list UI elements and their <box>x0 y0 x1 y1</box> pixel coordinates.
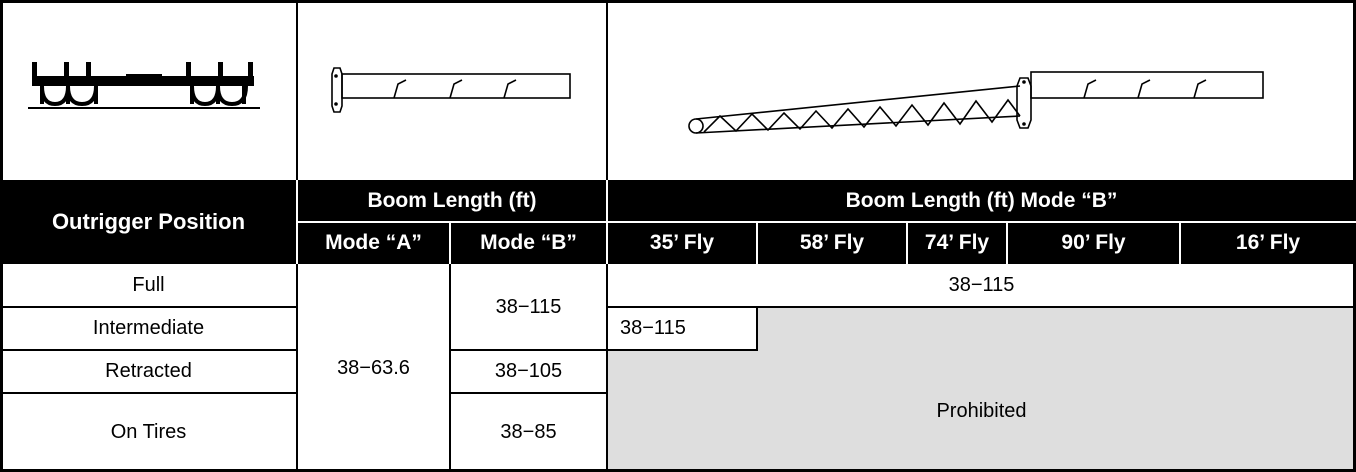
row-label-full: Full <box>132 274 165 296</box>
border-top <box>0 0 1356 3</box>
header-divider-v-fly90 <box>1006 222 1008 264</box>
divider-h-retracted <box>0 392 297 394</box>
header-divider-h <box>297 221 1356 223</box>
divider-h-full <box>0 306 297 308</box>
header-divider-v-1 <box>296 180 298 264</box>
outrigger-position-header: Outrigger Position <box>0 180 297 264</box>
divider-h-full-fly <box>607 306 1356 308</box>
boom-length-header: Boom Length (ft) <box>297 180 607 222</box>
boom-with-lattice-fly-icon <box>688 71 1264 134</box>
prohibited-cell: Prohibited <box>607 350 1356 472</box>
row-label-retracted: Retracted <box>105 360 192 382</box>
border-left <box>0 0 3 472</box>
mode-b-full-intermediate-value: 38−115 <box>495 295 562 318</box>
crane-outrigger-icon <box>28 62 260 109</box>
fly-90-header: 90’ Fly <box>1007 222 1180 264</box>
header-divider-v-mode <box>449 222 451 264</box>
fly-74-header: 74’ Fly <box>907 222 1007 264</box>
divider-h-intermediate-fly35 <box>607 349 758 351</box>
divider-v-fly35 <box>756 307 758 350</box>
divider-h-retracted-mode-b <box>450 392 607 394</box>
fly-35-header: 35’ Fly <box>607 222 757 264</box>
mode-b-on-tires-value: 38−85 <box>500 421 557 443</box>
fly35-intermediate-value: 38−115 <box>620 317 686 339</box>
divider-h-intermediate-mode-b <box>450 349 607 351</box>
mode-a-value: 38−63.6 <box>337 356 410 379</box>
header-divider-v-2 <box>606 180 608 264</box>
row-label-on-tires: On Tires <box>110 421 187 443</box>
fly-58-header: 58’ Fly <box>757 222 907 264</box>
border-right <box>1353 0 1356 472</box>
divider-v-mode <box>449 222 451 472</box>
header-divider-v-fly58 <box>756 222 758 264</box>
border-bottom <box>0 469 1356 472</box>
divider-h-intermediate <box>0 349 297 351</box>
mode-b-retracted-value: 38−105 <box>494 360 563 382</box>
row-label-intermediate: Intermediate <box>92 317 205 339</box>
fly-16-header: 16’ Fly <box>1180 222 1356 264</box>
telescopic-boom-icon <box>331 67 571 113</box>
mode-b-header: Mode “B” <box>450 222 607 264</box>
boom-length-mode-b-header: Boom Length (ft) Mode “B” <box>607 180 1356 222</box>
mode-a-header: Mode “A” <box>297 222 450 264</box>
prohibited-region-upper <box>757 307 1356 350</box>
fly-full-value: 38−115 <box>948 274 1015 296</box>
header-divider-v-fly16 <box>1179 222 1181 264</box>
header-divider-v-fly74 <box>906 222 908 264</box>
